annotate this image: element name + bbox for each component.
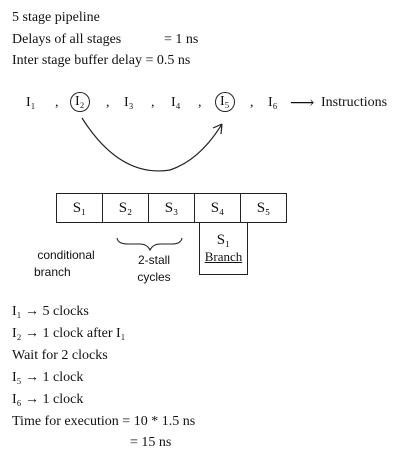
instr-6: I₆ — [268, 95, 278, 110]
stage-cell: S₃ — [148, 193, 195, 223]
separator: , — [151, 95, 155, 110]
conditional-branch-note: conditional branch — [34, 248, 95, 279]
execution-time-formula: Time for execution = 10 * 1.5 ns — [12, 414, 196, 429]
separator: , — [198, 95, 202, 110]
stage-cell: S₄ — [194, 193, 241, 223]
branch-cell: S₁ Branch — [199, 222, 248, 275]
instructions-arrow-icon: ⟶ — [290, 93, 315, 112]
stage-cell: S₂ — [102, 193, 149, 223]
instructions-label: Instructions — [321, 95, 388, 110]
separator: , — [106, 95, 110, 110]
stall-cycles-note: 2-stall cycles — [137, 253, 171, 284]
instr-2-circled: I₂ — [70, 92, 90, 112]
pipeline-title: 5 stage pipeline — [12, 10, 100, 25]
stage-cell: S₅ — [240, 193, 287, 223]
timing-line-2: I₂ → 1 clock after I₁ — [12, 326, 126, 341]
execution-time-result: = 15 ns — [130, 435, 172, 450]
buffer-delay: Inter stage buffer delay = 0.5 ns — [12, 53, 191, 68]
instr-4: I₄ — [171, 95, 181, 110]
branch-label: Branch — [204, 249, 243, 264]
timing-line-5: I₆ → 1 clock — [12, 392, 84, 407]
separator: , — [250, 95, 254, 110]
pipeline-stage-table: S₁ S₂ S₃ S₄ S₅ — [56, 193, 287, 223]
instr-1: I₁ — [26, 95, 36, 110]
instr-5-circled: I₅ — [215, 92, 235, 112]
timing-line-1: I₁ → 5 clocks — [12, 304, 89, 319]
timing-line-3: Wait for 2 clocks — [12, 348, 108, 363]
instr-3: I₃ — [124, 95, 134, 110]
stage-delay-label: Delays of all stages — [12, 32, 122, 47]
stage-cell: S₁ — [56, 193, 103, 223]
separator: , — [55, 95, 59, 110]
timing-line-4: I₅ → 1 clock — [12, 370, 84, 385]
stage-delay-value: = 1 ns — [164, 32, 199, 47]
